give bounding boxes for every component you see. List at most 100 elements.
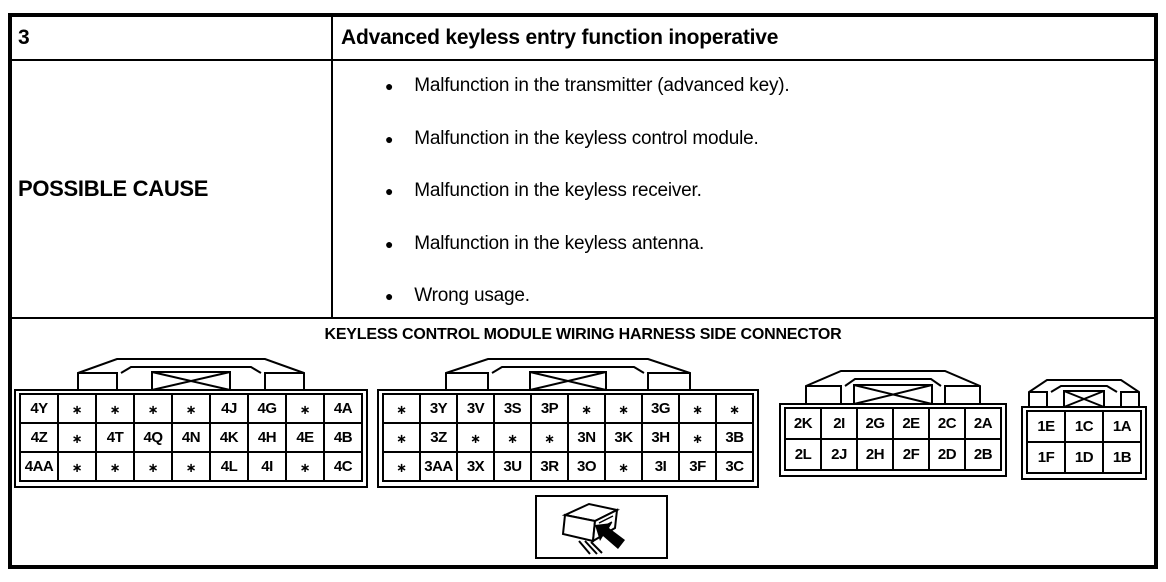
item-number: 3 [18,26,30,49]
pin-cell: ∗ [382,422,421,453]
pin-cell: 3F [678,451,717,482]
empty-pin-star-icon: ∗ [71,460,83,475]
pin-cell: 2H [856,438,894,471]
pin-cell: ∗ [285,393,325,424]
pin-cell: 2I [820,407,858,440]
cause-text: Malfunction in the keyless receiver. [414,180,702,201]
pin-cell: 3S [493,393,532,424]
pin-cell: 4AA [19,451,59,482]
possible-cause-cell: POSSIBLE CAUSE [12,61,333,317]
pin-cell: ∗ [285,451,325,482]
bullet-icon: ● [385,78,394,94]
pin-cell: 3U [493,451,532,482]
cause-text: Malfunction in the transmitter (advanced… [414,75,790,96]
possible-cause-row: POSSIBLE CAUSE ● Malfunction in the trans… [12,61,1154,319]
cause-list: ● Malfunction in the transmitter (advance… [333,61,1154,317]
empty-pin-star-icon: ∗ [299,402,311,417]
pin-cell: ∗ [57,422,97,453]
pin-cell: 3Z [419,422,458,453]
empty-pin-star-icon: ∗ [470,431,481,446]
pin-cell: ∗ [567,393,606,424]
empty-pin-star-icon: ∗ [729,402,740,417]
cause-item: ●Malfunction in the keyless control modu… [385,128,1154,150]
pin-cell: ∗ [57,393,97,424]
empty-pin-star-icon: ∗ [109,402,121,417]
pin-cell: 3X [456,451,495,482]
connector-hood-icon [445,358,691,391]
pin-cell: 4C [323,451,363,482]
pin-cell: 3R [530,451,569,482]
cause-text: Malfunction in the keyless antenna. [414,232,705,254]
cause-text: Wrong usage. [414,285,530,306]
pin-cell: 1D [1064,441,1104,474]
pin-cell: 4H [247,422,287,453]
pin-cell: ∗ [604,393,643,424]
pin-cell: 2J [820,438,858,471]
empty-pin-star-icon: ∗ [109,460,121,475]
item-number-cell: 3 [12,17,333,59]
pin-cell: 3P [530,393,569,424]
module-view-box [534,495,668,559]
pin-cell: 4N [171,422,211,453]
pin-cell: 2L [784,438,822,471]
module-with-arrow-icon [561,502,625,555]
empty-pin-star-icon: ∗ [185,402,197,417]
pin-cell: 1C [1064,410,1104,443]
diagram-title: KEYLESS CONTROL MODULE WIRING HARNESS SI… [324,326,842,343]
pin-cell: 4Y [19,393,59,424]
empty-pin-star-icon: ∗ [396,460,407,475]
cause-item: ●Wrong usage. [385,285,1154,307]
connector-hood-icon [805,370,981,405]
pin-cell: ∗ [133,393,173,424]
pin-cell: 4G [247,393,287,424]
pin-cell: 4I [247,451,287,482]
pin-cell: ∗ [530,422,569,453]
pin-cell: 3N [567,422,606,453]
cause-item: ●Malfunction in the keyless antenna. [385,233,1154,255]
empty-pin-star-icon: ∗ [544,431,555,446]
pin-cell: 2C [928,407,966,440]
pin-cell: 4K [209,422,249,453]
pin-cell: ∗ [95,451,135,482]
cause-text: Malfunction in the keyless control modul… [414,127,759,149]
empty-pin-star-icon: ∗ [618,402,629,417]
pin-cell: 3I [641,451,680,482]
pin-cell: ∗ [171,393,211,424]
pin-cell: 2K [784,407,822,440]
pin-cell: 1B [1102,441,1142,474]
pin-cell: 3B [715,422,754,453]
pin-cell: ∗ [57,451,97,482]
possible-cause-label: POSSIBLE CAUSE [18,176,209,201]
pin-cell: 2E [892,407,930,440]
pin-cell: 2D [928,438,966,471]
header-row: 3 Advanced keyless entry function inoper… [12,17,1154,61]
pin-cell: 3AA [419,451,458,482]
pin-cell: 4B [323,422,363,453]
pin-cell: 2A [964,407,1002,440]
empty-pin-star-icon: ∗ [71,402,83,417]
pin-cell: 3G [641,393,680,424]
empty-pin-star-icon: ∗ [692,402,703,417]
pin-cell: 4J [209,393,249,424]
empty-pin-star-icon: ∗ [147,402,159,417]
pin-cell: 3V [456,393,495,424]
empty-pin-star-icon: ∗ [692,431,703,446]
empty-pin-star-icon: ∗ [396,431,407,446]
pin-cell: 3O [567,451,606,482]
pin-cell: 4Z [19,422,59,453]
pin-cell: 4L [209,451,249,482]
empty-pin-star-icon: ∗ [299,460,311,475]
empty-pin-star-icon: ∗ [185,460,197,475]
pin-cell: 4A [323,393,363,424]
pin-cell: 3K [604,422,643,453]
pin-cell: 4Q [133,422,173,453]
cause-item: ● Malfunction in the transmitter (advance… [385,75,1154,97]
pin-cell: ∗ [95,393,135,424]
